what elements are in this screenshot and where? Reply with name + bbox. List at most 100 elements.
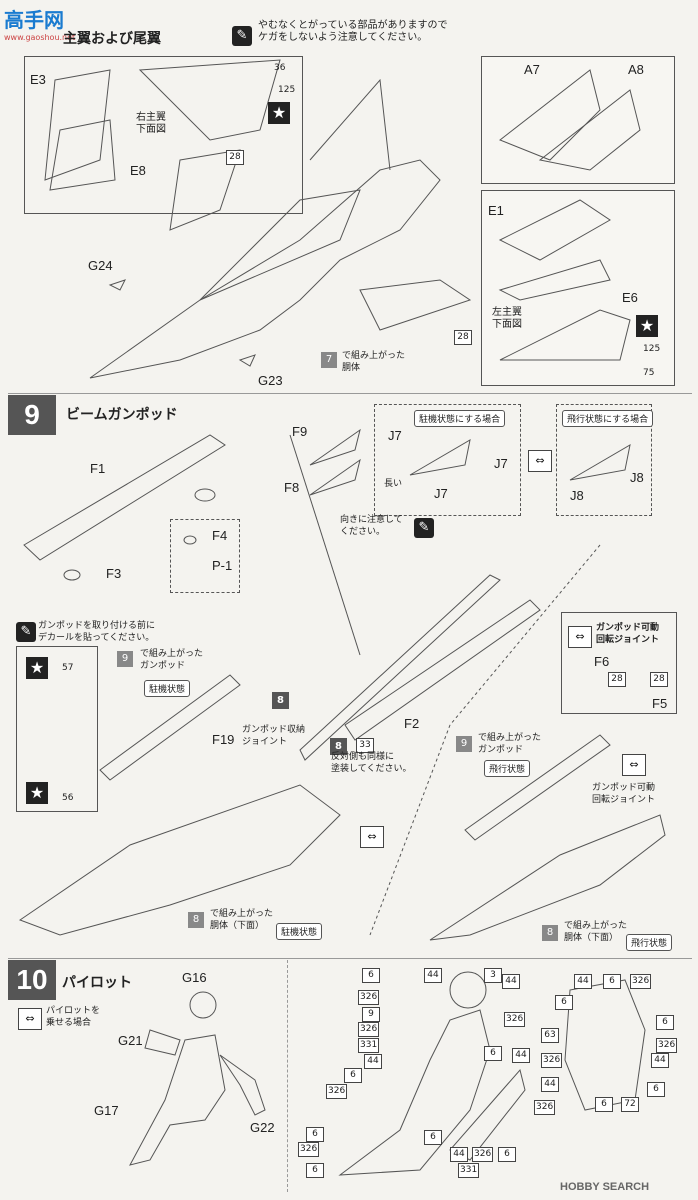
- color-code: 44: [651, 1053, 669, 1068]
- color-code: 3: [484, 968, 502, 983]
- long-label: 長い: [384, 479, 403, 489]
- part-F3: F3: [106, 566, 122, 581]
- step9-number: 9: [8, 395, 56, 435]
- part-F19: F19: [212, 732, 235, 747]
- decal-before-box: [16, 646, 98, 812]
- color-code: 331: [358, 1038, 380, 1053]
- decal-56: 56: [62, 793, 74, 803]
- part-J8-a: J8: [630, 470, 644, 485]
- parked-box-title: 駐機状態にする場合: [414, 410, 506, 427]
- star-icon: ★: [268, 102, 290, 124]
- step8-caution: やむなくとがっている部品がありますので ケガをしないよう注意してください。: [258, 20, 448, 43]
- decal-28b: 28: [454, 330, 472, 345]
- decal-57: 57: [62, 663, 74, 673]
- color-code: 44: [574, 974, 592, 989]
- step8-right-bottom-box: [481, 190, 675, 386]
- part-F5: F5: [652, 696, 668, 711]
- color-code: 326: [358, 1022, 380, 1037]
- color-code: 6: [306, 1127, 324, 1142]
- decal-36: 36: [274, 63, 286, 73]
- part-J7-c: J7: [434, 486, 448, 501]
- gunpod-ref-num: 9: [117, 651, 133, 667]
- step10-title: パイロット: [62, 975, 132, 991]
- caution-icon: ✎: [414, 518, 434, 538]
- pilot-note: パイロットを 乗せる場合: [46, 1006, 101, 1028]
- color-code: 6: [603, 974, 621, 989]
- color-code: 326: [534, 1100, 556, 1115]
- logo-text: 高手网: [4, 8, 64, 32]
- star-icon: ★: [636, 315, 658, 337]
- color-code: 326: [630, 974, 652, 989]
- body-ref-text-b: で組み上がった 胴体（下面）: [564, 921, 628, 943]
- stow-joint-label: ガンポッド収納 ジョイント: [242, 725, 306, 747]
- paint-33: 33: [356, 738, 374, 753]
- part-G23: G23: [258, 373, 283, 388]
- parked-tag: 駐機状態: [144, 680, 191, 697]
- decal-125: 125: [278, 85, 296, 95]
- color-code: 326: [298, 1142, 320, 1157]
- rotate-joint-label: ガンポッド可動 回転ジョイント: [592, 783, 656, 805]
- color-code: 6: [498, 1147, 516, 1162]
- rotate-joint-title: ガンポッド可動 回転ジョイント: [596, 623, 660, 645]
- site-logo: 高手网 www.gaoshou.net: [4, 4, 75, 42]
- color-code: 44: [450, 1147, 468, 1162]
- right-wing-label: 右主翼 下面図: [136, 112, 166, 135]
- flight-tag-b: 飛行状態: [626, 934, 673, 951]
- parked-flight-toggle-icon: ⇔: [528, 450, 552, 472]
- left-wing-label: 左主翼 下面図: [492, 307, 522, 330]
- parked-tag-b: 駐機状態: [276, 923, 323, 940]
- star-icon: ★: [26, 657, 48, 679]
- color-code: 6: [306, 1163, 324, 1178]
- part-G22: G22: [250, 1120, 275, 1135]
- part-G16: G16: [182, 970, 207, 985]
- color-code: 44: [424, 968, 442, 983]
- part-P1: P-1: [212, 558, 233, 573]
- color-code: 326: [326, 1084, 348, 1099]
- part-A8: A8: [628, 62, 644, 77]
- color-code: 44: [512, 1048, 530, 1063]
- part-E6: E6: [622, 290, 638, 305]
- flight-box-title: 飛行状態にする場合: [562, 410, 654, 427]
- color-code: 6: [647, 1082, 665, 1097]
- part-F8: F8: [284, 480, 300, 495]
- decal-125b: 125: [643, 344, 661, 354]
- step8-right-top-box: [481, 56, 675, 184]
- flight-swap-icon: ⇔: [622, 754, 646, 776]
- ref-step7-text: で組み上がった 胴体: [342, 351, 406, 373]
- color-code: 326: [472, 1147, 494, 1162]
- color-code: 326: [358, 990, 380, 1005]
- pilot-swap-icon: ⇔: [18, 1008, 42, 1030]
- step10-divider: [287, 960, 288, 1192]
- part-G24: G24: [88, 258, 113, 273]
- part-G17: G17: [94, 1103, 119, 1118]
- color-code: 6: [595, 1097, 613, 1112]
- decal-28: 28: [226, 150, 244, 165]
- part-E8: E8: [130, 163, 146, 178]
- step9-ring-box: [170, 519, 240, 593]
- parked-box: [374, 404, 521, 516]
- color-code: 6: [656, 1015, 674, 1030]
- decal-75: 75: [643, 368, 655, 378]
- ref-step7-num: 7: [321, 352, 337, 368]
- step9-header-line: [8, 393, 692, 394]
- part-E3: E3: [30, 72, 46, 87]
- color-code: 9: [362, 1007, 380, 1022]
- color-code: 331: [458, 1163, 480, 1178]
- gunpod-ref-text-b: で組み上がった ガンポッド: [478, 733, 542, 755]
- paint-8: 8: [272, 692, 289, 709]
- decal-before-note: ガンポッドを取り付ける前に デカールを貼ってください。: [38, 621, 156, 643]
- step8-left-box: [24, 56, 303, 214]
- decal-28-right: 28: [650, 672, 668, 687]
- paint-note: 反対側も同様に 塗装してください。: [331, 752, 412, 774]
- part-F1: F1: [90, 461, 106, 476]
- caution-icon: ✎: [232, 26, 252, 46]
- color-code: 326: [656, 1038, 678, 1053]
- part-F2: F2: [404, 716, 420, 731]
- star-icon: ★: [26, 782, 48, 804]
- part-J8-b: J8: [570, 488, 584, 503]
- color-code: 44: [541, 1077, 559, 1092]
- gunpod-ref-num-b: 9: [456, 736, 472, 752]
- part-G21: G21: [118, 1033, 143, 1048]
- part-F6: F6: [594, 654, 610, 669]
- paint-8b: 8: [330, 738, 347, 755]
